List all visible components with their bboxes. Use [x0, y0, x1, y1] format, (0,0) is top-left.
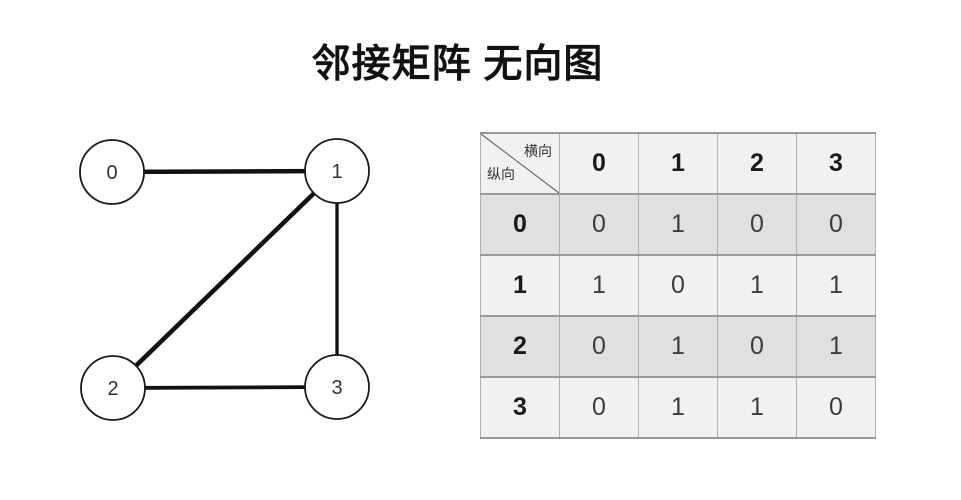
- graph-node-label-2: 2: [107, 378, 118, 400]
- graph-node-0: 0: [79, 139, 145, 205]
- graph-node-circle-1: [304, 138, 370, 204]
- matrix-cell-2-1: 1: [638, 315, 718, 378]
- matrix-col-header-1: 1: [638, 132, 718, 195]
- matrix-cell-1-2: 1: [717, 254, 797, 317]
- matrix-cell-0-3: 0: [796, 193, 876, 256]
- graph-node-1: 1: [304, 138, 370, 204]
- graph-node-label-0: 0: [106, 162, 117, 184]
- graph-node-circle-0: [79, 139, 145, 205]
- matrix-cell-1-1: 0: [638, 254, 718, 317]
- matrix-cell-2-2: 0: [717, 315, 797, 378]
- matrix-col-header-2: 2: [717, 132, 797, 195]
- matrix-cell-3-2: 1: [717, 376, 797, 439]
- graph-node-3: 3: [304, 354, 370, 420]
- matrix-row-header-0: 0: [480, 193, 560, 256]
- corner-diagonal-line: [481, 134, 559, 193]
- matrix-col-header-3: 3: [796, 132, 876, 195]
- graph-node-2: 2: [80, 355, 146, 421]
- matrix-cell-3-3: 0: [796, 376, 876, 439]
- matrix-cell-3-0: 0: [559, 376, 639, 439]
- matrix-row-header-3: 3: [480, 376, 560, 439]
- corner-label-horizontal: 横向: [524, 143, 552, 159]
- graph-edge-2-3: [112, 385, 338, 390]
- page-title: 邻接矩阵 无向图: [311, 43, 604, 86]
- matrix-corner-inner: 横向 纵向: [481, 134, 559, 193]
- matrix-cell-1-0: 1: [559, 254, 639, 317]
- matrix-cell-2-3: 1: [796, 315, 876, 378]
- graph-node-label-1: 1: [331, 161, 342, 183]
- matrix-cell-1-3: 1: [796, 254, 876, 317]
- graph-node-circle-3: [304, 354, 370, 420]
- matrix-cell-0-0: 0: [559, 193, 639, 256]
- graph-node-label-3: 3: [331, 377, 342, 399]
- matrix-cell-3-1: 1: [638, 376, 718, 439]
- matrix-cell-2-0: 0: [559, 315, 639, 378]
- corner-label-vertical: 纵向: [487, 166, 515, 182]
- graph-edge-1-2: [111, 169, 339, 390]
- matrix-cell-0-2: 0: [717, 193, 797, 256]
- matrix-cell-0-1: 1: [638, 193, 718, 256]
- graph-node-circle-2: [80, 355, 146, 421]
- matrix-corner-cell: 横向 纵向: [480, 132, 560, 195]
- matrix-row-header-1: 1: [480, 254, 560, 317]
- matrix-row-header-2: 2: [480, 315, 560, 378]
- graph-svg: 0 1 2 3: [79, 138, 370, 421]
- matrix-col-header-0: 0: [559, 132, 639, 195]
- graph-edge-0-1: [111, 168, 338, 175]
